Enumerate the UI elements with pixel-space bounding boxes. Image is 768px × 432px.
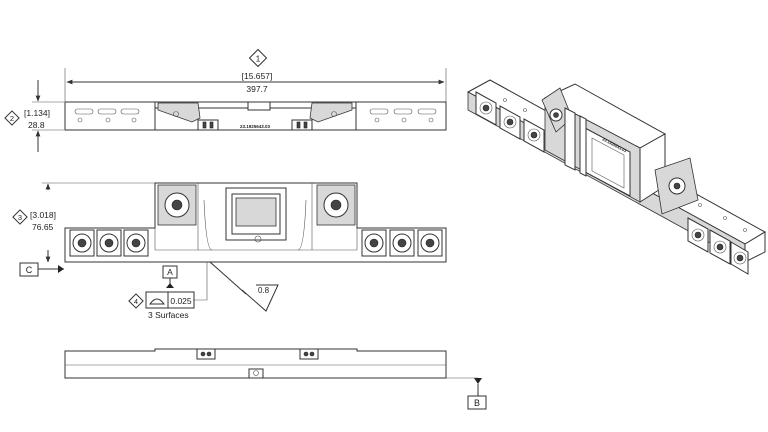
flatness-control-frame: 0.025 <box>145 291 195 309</box>
balloon-1: 1 <box>248 48 268 68</box>
svg-text:1: 1 <box>256 55 261 64</box>
length-imperial: [15.657] <box>242 71 273 81</box>
height-metric: 28.8 <box>28 120 45 130</box>
svg-text:3: 3 <box>18 213 22 222</box>
bottom-view: B <box>64 348 487 410</box>
balloon-2: 2 <box>4 110 20 126</box>
datum-a-label: A <box>167 267 173 277</box>
length-metric: 397.7 <box>246 84 268 94</box>
datum-c-label: C <box>26 265 33 275</box>
front-height-imperial: [3.018] <box>30 210 56 220</box>
height-imperial: [1.134] <box>24 108 50 118</box>
svg-text:2: 2 <box>10 114 14 123</box>
bottom-view-body <box>64 348 447 379</box>
surfaces-note: 3 Surfaces <box>148 310 189 320</box>
front-view: 3 [3.018] 76.65 C <box>12 182 447 320</box>
part-number-engraving: 23.1925643.03 <box>240 124 271 129</box>
isometric-view: 23.1925643.03 <box>466 79 767 275</box>
right-sensor-group <box>361 229 443 257</box>
datum-b-label: B <box>474 398 480 408</box>
balloon-3: 3 <box>12 209 28 225</box>
top-view: 1 [15.657] 397.7 2 [1.134] 28.8 <box>4 48 447 152</box>
svg-text:4: 4 <box>134 297 138 306</box>
left-sensor-group <box>69 229 149 257</box>
front-height-metric: 76.65 <box>32 222 54 232</box>
surface-finish-value: 0.8 <box>258 286 270 295</box>
flatness-tolerance: 0.025 <box>170 296 192 306</box>
balloon-4: 4 <box>128 293 144 309</box>
